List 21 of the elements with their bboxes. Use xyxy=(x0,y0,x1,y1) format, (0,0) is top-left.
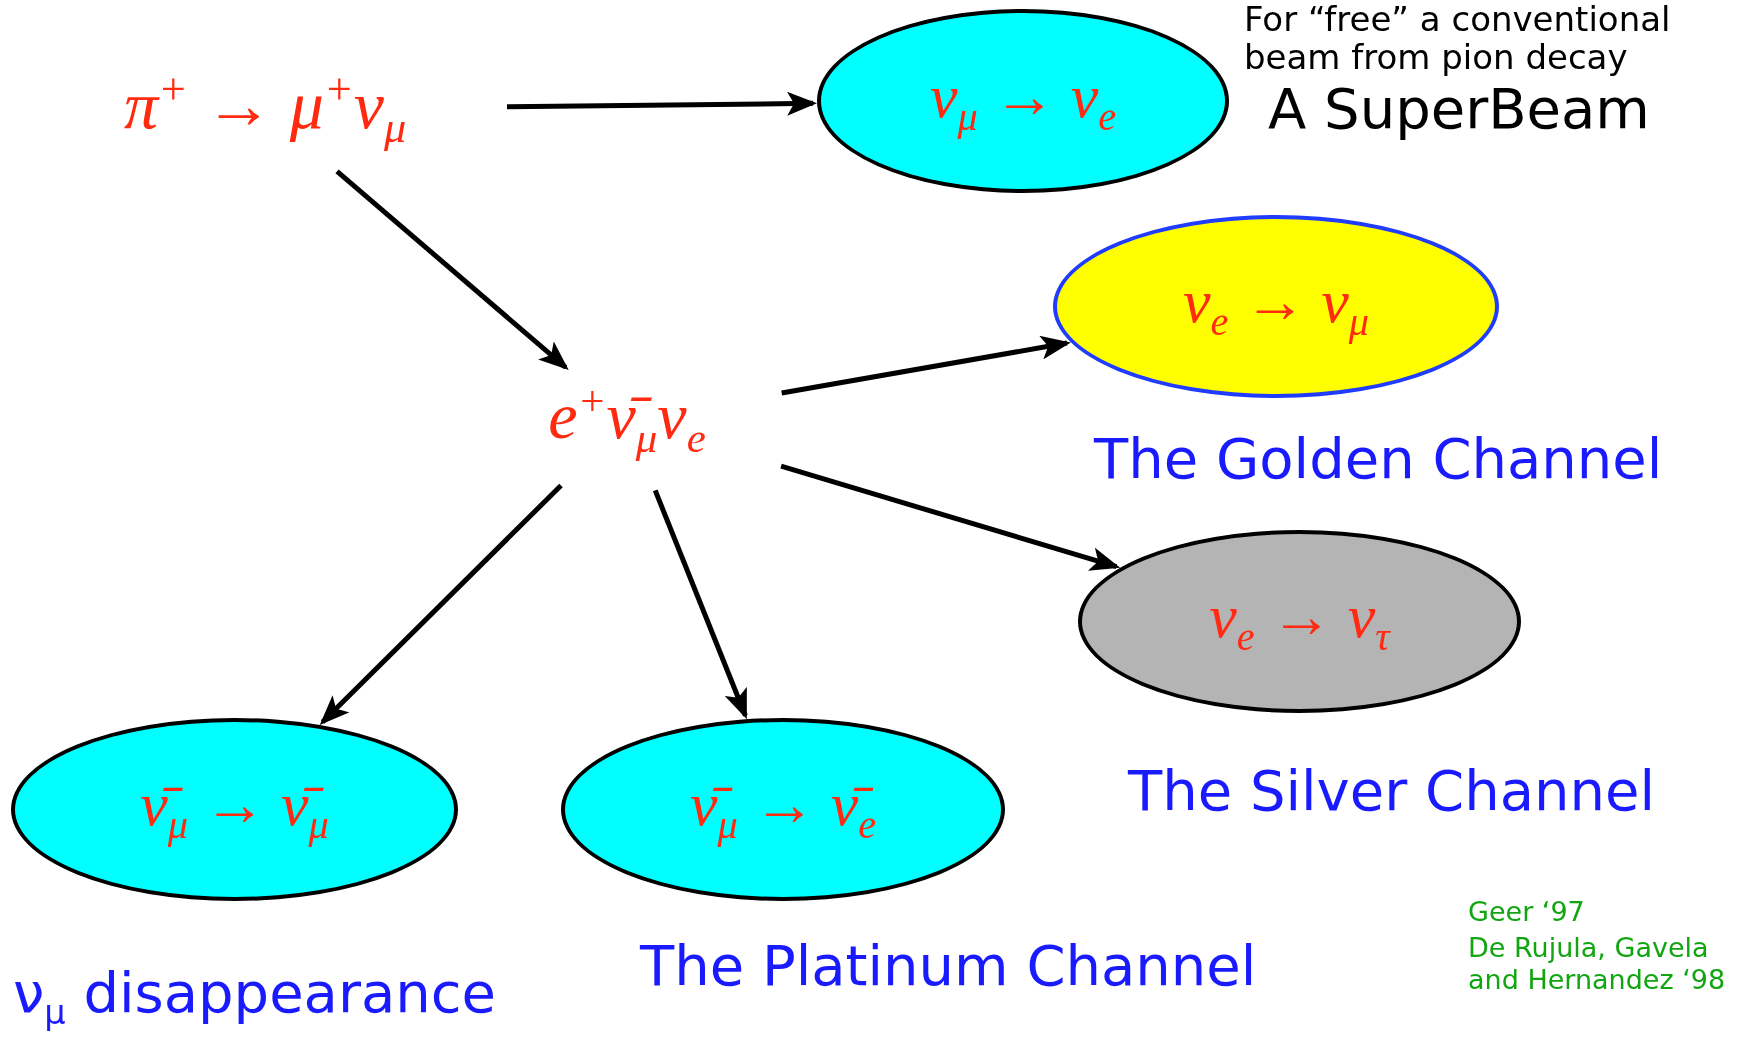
arrow xyxy=(335,169,569,370)
arrow xyxy=(781,335,1071,396)
arrow xyxy=(652,489,748,720)
formula: ν̄$_{μ}$ → ν̄$_{e}$ xyxy=(689,773,877,846)
note-text: For “free” a conventional beam from pion decay xyxy=(1244,0,1672,77)
arrow xyxy=(319,483,563,725)
formula: ν̄$_{μ}$ → ν̄$_{μ}$ xyxy=(140,773,329,846)
channel-label: ν$_{μ}$ disappearance xyxy=(13,962,496,1032)
formula: e$^{+}$ν̄$_{μ}$ν$_{e}$ xyxy=(548,379,706,461)
formula: ν$_{e}$ → ν$_{μ}$ xyxy=(1182,270,1370,343)
formula: ν$_{e}$ → ν$_{τ}$ xyxy=(1209,585,1390,658)
channel-label: The Silver Channel xyxy=(1128,760,1655,823)
channel-label: The Platinum Channel xyxy=(640,935,1257,998)
reference-note: Geer ‘97 xyxy=(1468,896,1586,929)
beam-label: A SuperBeam xyxy=(1268,78,1650,141)
formula: π$^{+}$ → μ$^{+}$ν$_{μ}$ xyxy=(123,68,407,151)
arrow xyxy=(780,463,1121,571)
formula: ν$_{μ}$ → ν$_{e}$ xyxy=(929,64,1117,138)
channel-label: The Golden Channel xyxy=(1094,428,1663,491)
arrow xyxy=(506,91,818,116)
reference-note: De Rujula, Gavela and Hernandez ‘98 xyxy=(1468,932,1727,997)
